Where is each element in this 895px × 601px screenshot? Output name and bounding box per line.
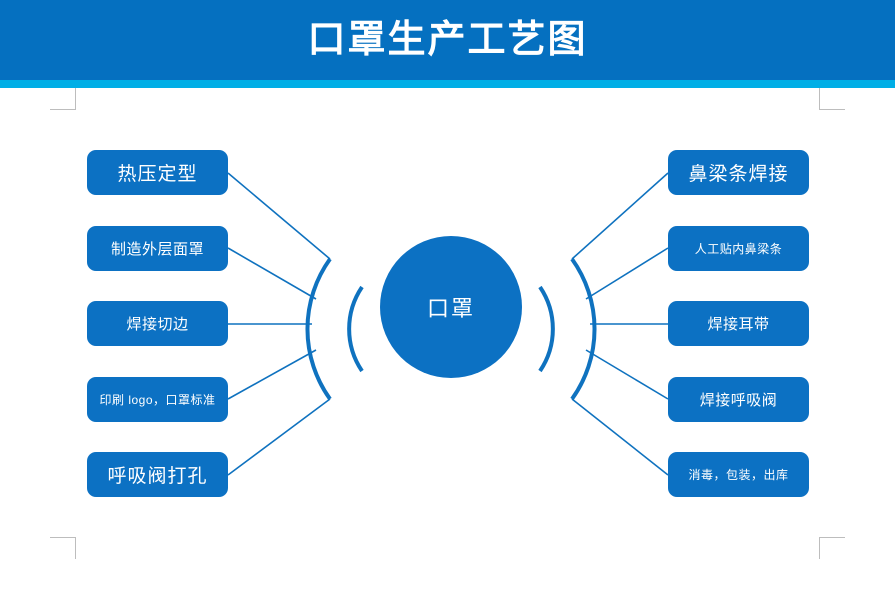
connector-left-2 — [227, 247, 317, 300]
connector-left-1 — [227, 172, 331, 260]
arc-outer-right — [570, 257, 597, 401]
process-node-left-2[interactable]: 制造外层面罩 — [87, 226, 228, 271]
corner-bracket-line-vertical — [819, 537, 820, 559]
process-node-left-3[interactable]: 焊接切边 — [87, 301, 228, 346]
connector-right-4 — [585, 349, 669, 400]
header-band — [0, 0, 895, 80]
corner-bracket-top-left — [50, 88, 76, 110]
process-node-right-3[interactable]: 焊接耳带 — [668, 301, 809, 346]
connector-right-5 — [571, 398, 669, 476]
corner-bracket-bottom-left — [50, 537, 76, 559]
corner-bracket-line-vertical — [75, 88, 76, 110]
arc-inner-left — [347, 285, 364, 373]
process-node-right-1[interactable]: 鼻梁条焊接 — [668, 150, 809, 195]
connector-left-4 — [227, 349, 317, 400]
connector-right-1 — [571, 172, 669, 260]
arc-outer-left — [305, 257, 332, 401]
corner-bracket-line-horizontal — [819, 537, 845, 538]
arc-inner-right — [538, 285, 555, 373]
process-node-left-1[interactable]: 热压定型 — [87, 150, 228, 195]
connector-right-2 — [585, 247, 669, 300]
corner-bracket-top-right — [819, 88, 845, 110]
header-accent-strip — [0, 80, 895, 88]
corner-bracket-line-horizontal — [50, 109, 76, 110]
process-node-right-4[interactable]: 焊接呼吸阀 — [668, 377, 809, 422]
corner-bracket-line-vertical — [75, 537, 76, 559]
process-node-left-5[interactable]: 呼吸阀打孔 — [87, 452, 228, 497]
corner-bracket-line-vertical — [819, 88, 820, 110]
connector-layer — [227, 172, 669, 476]
page-title: 口罩生产工艺图 — [307, 19, 588, 61]
process-node-right-5[interactable]: 消毒，包装，出库 — [668, 452, 809, 497]
corner-bracket-line-horizontal — [50, 537, 76, 538]
corner-bracket-bottom-right — [819, 537, 845, 559]
process-node-left-4[interactable]: 印刷 logo，口罩标准 — [87, 377, 228, 422]
process-node-right-2[interactable]: 人工贴内鼻梁条 — [668, 226, 809, 271]
corner-bracket-line-horizontal — [819, 109, 845, 110]
center-hub-node[interactable]: 口罩 — [380, 236, 522, 378]
connector-left-5 — [227, 398, 331, 476]
process-diagram: 热压定型 制造外层面罩 焊接切边 印刷 logo，口罩标准 呼吸阀打孔 鼻梁条焊… — [0, 88, 895, 601]
